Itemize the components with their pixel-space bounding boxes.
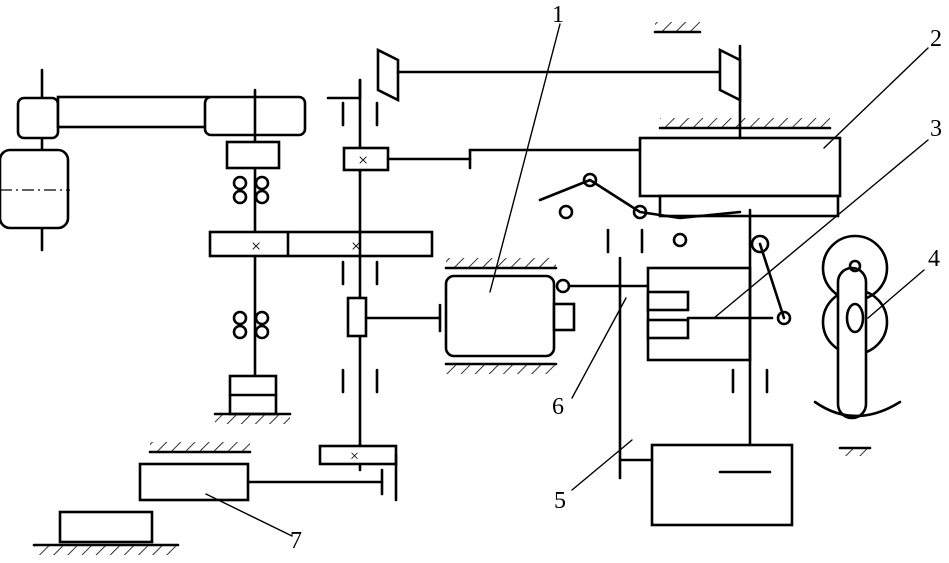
leader-2 — [823, 47, 929, 149]
callout-3: 3 — [930, 116, 942, 142]
slide-unit — [32, 442, 384, 555]
arm-assembly — [0, 68, 307, 424]
svg-text:×: × — [358, 150, 368, 170]
lower-box — [650, 443, 794, 527]
callout-7: 7 — [290, 528, 302, 554]
leader-5 — [571, 439, 633, 491]
cam-wheel — [813, 234, 902, 456]
callout-2: 2 — [930, 26, 942, 52]
leader-4 — [867, 269, 925, 319]
linkage — [538, 172, 792, 326]
svg-text:×: × — [351, 236, 361, 256]
leader-7 — [205, 493, 293, 537]
svg-text:×: × — [251, 236, 261, 256]
motor-unit — [444, 258, 650, 374]
cylinder-block — [606, 208, 774, 480]
gear-bar — [208, 230, 434, 258]
leader-6 — [571, 297, 627, 399]
callout-1: 1 — [552, 2, 564, 28]
callout-5: 5 — [554, 488, 566, 514]
callout-4: 4 — [928, 246, 940, 272]
callout-6: 6 — [552, 394, 564, 420]
svg-text:×: × — [350, 448, 359, 465]
upper-block — [468, 22, 842, 218]
middle-shaft: × × — [318, 47, 722, 502]
leader-3 — [713, 139, 929, 319]
leader-1 — [489, 23, 561, 293]
